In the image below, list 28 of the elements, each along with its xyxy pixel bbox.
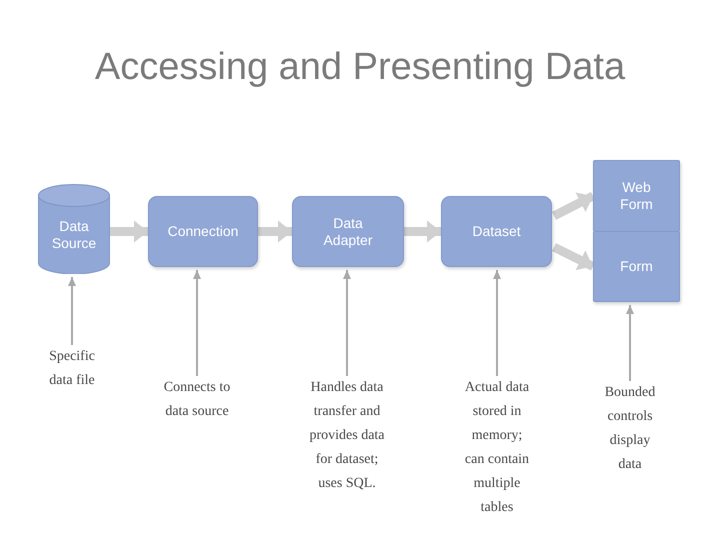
database-cylinder [38,184,110,274]
block-arrow [258,220,292,242]
leader-arrow [493,270,501,376]
node-label: Connection [168,223,238,240]
annotation-text: Bounded controls display data [601,381,659,477]
title-text: Accessing and Presenting Data [94,46,626,88]
annotation-text: Handles data transfer and provides data for dataset; uses SQL. [305,376,389,496]
node-label: Data Adapter [322,214,374,248]
leader-arrow [626,305,634,381]
process-box [148,196,258,267]
block-arrow [110,220,148,242]
block-arrow [552,192,596,220]
process-box [292,196,404,267]
block-arrow [552,243,595,271]
node-label: Web Form [619,179,654,213]
leader-arrow [343,270,351,376]
node-label: Form [620,258,653,275]
leader-arrow [193,270,201,376]
form-box [593,231,680,302]
form-box [593,160,680,232]
leader-arrow [68,277,76,345]
block-arrow [404,220,441,242]
annotation-text: Connects to data source [151,376,243,424]
process-box [441,196,552,267]
node-label: Dataset [472,223,521,240]
annotation-text: Actual data stored in memory; can contain multiple tables [463,376,531,520]
annotation-text: Specific data file [41,345,103,393]
node-label: Data Source [50,218,98,252]
